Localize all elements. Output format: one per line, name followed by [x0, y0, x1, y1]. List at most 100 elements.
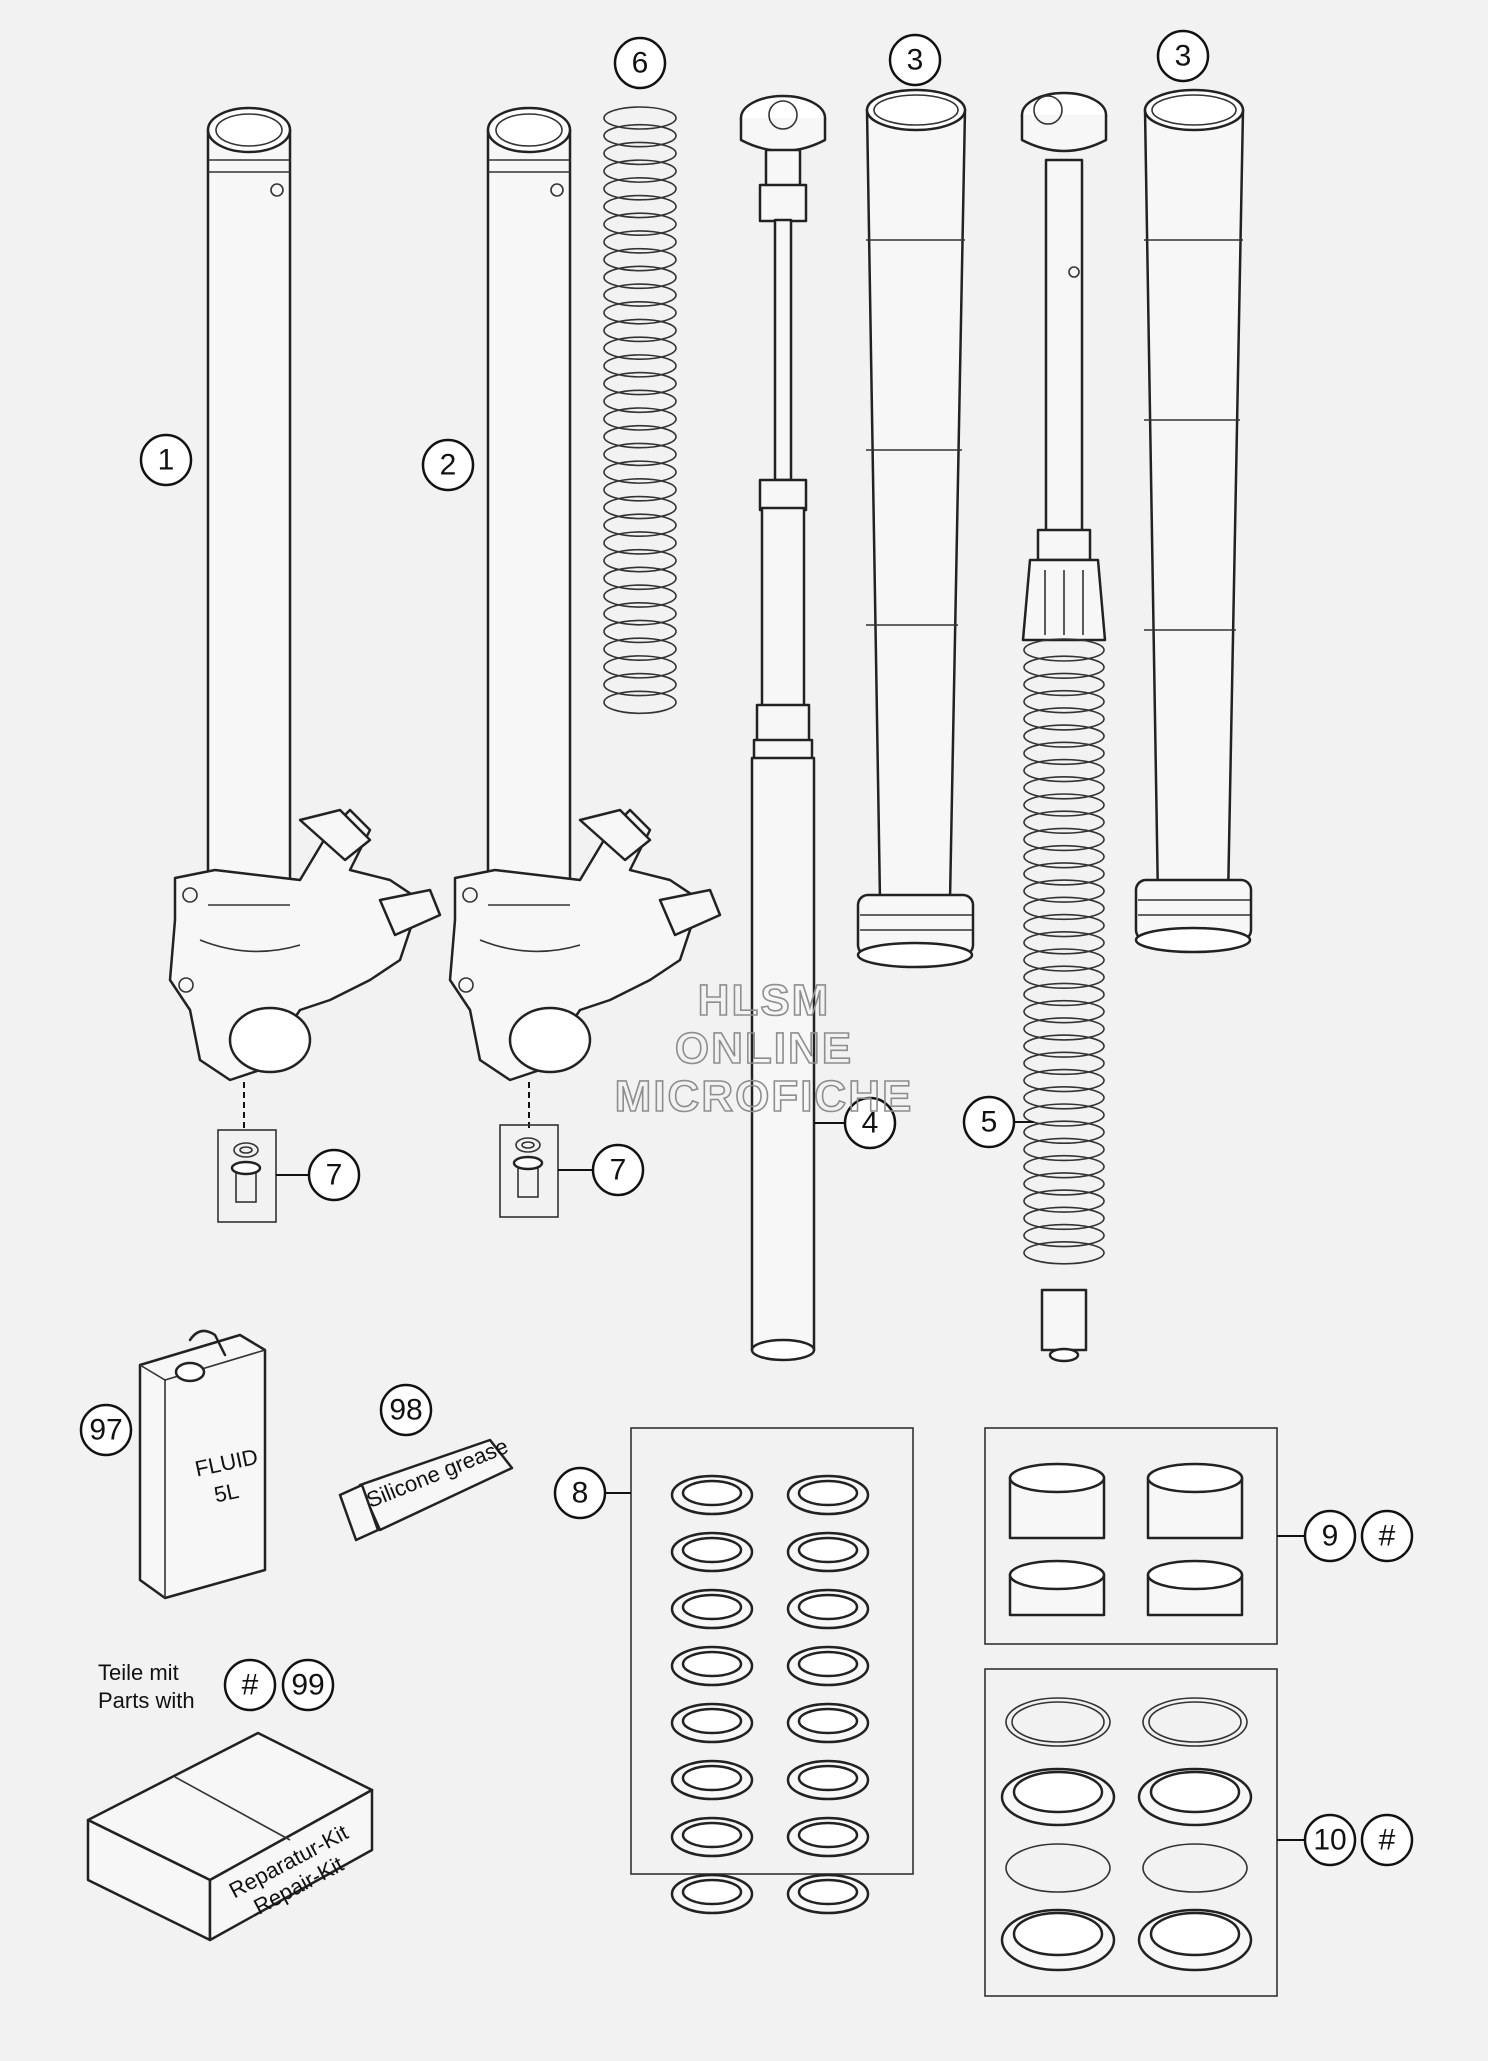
callout-9-hash-label: #	[1379, 1520, 1396, 1553]
callout-3-right-label: 3	[1175, 40, 1192, 73]
spring-coil	[603, 230, 677, 254]
axle-bolt-box-left[interactable]	[217, 1082, 277, 1223]
spring-coil	[603, 354, 677, 378]
spring-coil	[603, 194, 677, 219]
callout-6-label: 6	[632, 47, 649, 80]
callout-10-label: 10	[1313, 1824, 1346, 1857]
callout-4-label: 4	[862, 1107, 879, 1140]
damper-spring-coil	[1023, 655, 1105, 680]
callout-6[interactable]: 6	[613, 36, 667, 90]
watermark: HLSM ONLINE MICROFICHE	[614, 975, 912, 1122]
outer-tube-2[interactable]	[448, 106, 722, 1082]
outer-tube-1[interactable]	[168, 106, 442, 1082]
seal-ring-bore	[681, 1764, 743, 1792]
callout-98[interactable]: 98	[379, 1383, 433, 1437]
spring-coil	[603, 495, 677, 520]
damper-spring-coil	[1023, 1189, 1105, 1213]
callout-10-hash-label: #	[1379, 1824, 1396, 1857]
damping-cartridge[interactable]	[739, 94, 827, 1362]
fork-fluid-can[interactable]: FLUID 5L	[138, 1329, 267, 1600]
spring-coil	[603, 655, 677, 679]
seal-ring-bore	[681, 1707, 743, 1735]
callout-3-left[interactable]: 3	[888, 33, 942, 87]
damper-spring-coil	[1023, 913, 1105, 938]
callout-8[interactable]: 8	[553, 1466, 631, 1520]
seal-ring-bore	[797, 1821, 859, 1849]
callout-4[interactable]: 4	[814, 1096, 897, 1150]
damper-spring-coil	[1023, 1068, 1105, 1093]
seal-ring-bore	[797, 1707, 859, 1735]
damper-spring-coil	[1023, 1120, 1105, 1145]
seal-ring-bore	[797, 1878, 859, 1906]
damper-spring-coil	[1023, 793, 1105, 817]
axle-bolt-box-right[interactable]	[499, 1082, 559, 1218]
oil-seal-kit-box[interactable]	[984, 1668, 1278, 1997]
callout-5-label: 5	[981, 1106, 998, 1139]
damper-spring-coil	[1023, 827, 1105, 852]
damper-spring-coil	[1023, 1137, 1105, 1162]
damper-spring-coil	[1023, 862, 1105, 886]
callout-7-left[interactable]: 7	[276, 1148, 361, 1202]
seal-ring-bore	[797, 1593, 859, 1621]
callout-9-hash[interactable]: #	[1360, 1509, 1414, 1563]
callout-9[interactable]: 9	[1277, 1509, 1357, 1563]
spring-coil	[603, 442, 677, 467]
damper-spring-coil	[1023, 1240, 1105, 1265]
callout-7-right-label: 7	[610, 1154, 627, 1187]
slider-tube-left[interactable]	[856, 88, 975, 969]
damper-spring-coil	[1023, 1103, 1105, 1127]
callout-97-label: 97	[89, 1414, 122, 1447]
callout-1[interactable]: 1	[139, 433, 193, 487]
spring-coil	[603, 548, 677, 573]
spring-coil	[603, 478, 677, 502]
damper-spring-coil	[1023, 948, 1105, 972]
silicone-grease-tube[interactable]: Silicone grease	[338, 1433, 514, 1542]
slider-tube-right[interactable]	[1134, 88, 1253, 954]
repair-kit-box[interactable]: Reparatur-Kit Repair-Kit	[86, 1731, 374, 1942]
callout-99-hash[interactable]: #	[223, 1658, 277, 1712]
watermark-line-2: ONLINE	[675, 1024, 853, 1073]
callout-10[interactable]: 10	[1277, 1813, 1357, 1867]
seal-kit-box[interactable]	[630, 1427, 914, 1915]
callout-7-right[interactable]: 7	[558, 1143, 645, 1197]
damper-spring-coil	[1023, 1206, 1105, 1231]
spring-damper-unit[interactable]	[1020, 91, 1108, 1363]
spring-coil	[603, 159, 677, 183]
damper-spring-coil	[1023, 758, 1105, 783]
spring-coil	[603, 371, 677, 396]
callout-97[interactable]: 97	[79, 1403, 133, 1457]
seal-ring-bore	[797, 1764, 859, 1792]
damper-spring-coil	[1023, 896, 1105, 921]
spring-coil	[603, 584, 677, 608]
seal-ring-bore	[681, 1878, 743, 1906]
damper-spring-coil	[1023, 879, 1105, 903]
bushing-kit-box[interactable]	[984, 1427, 1278, 1645]
spring-coil	[603, 389, 677, 414]
legend-line-1: Teile mit	[98, 1660, 179, 1685]
callout-99-hash-label: #	[242, 1669, 259, 1702]
damper-spring-coil	[1023, 689, 1105, 714]
callout-3-right[interactable]: 3	[1156, 29, 1210, 83]
callout-5[interactable]: 5	[962, 1095, 1034, 1149]
spring-coil	[603, 265, 677, 290]
damper-spring-coil	[1023, 1154, 1105, 1179]
spring-coil	[603, 300, 677, 325]
legend-line-2: Parts with	[98, 1688, 195, 1713]
callout-2[interactable]: 2	[421, 438, 475, 492]
callout-10-hash[interactable]: #	[1360, 1813, 1414, 1867]
damper-spring-coil	[1023, 844, 1105, 869]
damper-spring-coil	[1023, 707, 1105, 731]
spring-coil	[603, 336, 677, 360]
seal-ring-bore	[797, 1650, 859, 1678]
fork-spring[interactable]	[603, 106, 677, 715]
damper-spring-coil	[1023, 1034, 1105, 1058]
callout-99[interactable]: 99	[281, 1658, 335, 1712]
damper-spring-coil	[1023, 999, 1105, 1024]
callout-98-label: 98	[389, 1394, 422, 1427]
damper-spring-coil	[1023, 1051, 1105, 1076]
spring-coil	[603, 672, 677, 697]
seal-ring-bore	[681, 1536, 743, 1564]
damper-spring-coil	[1023, 724, 1105, 748]
spring-coil	[603, 283, 677, 307]
spring-coil	[603, 177, 677, 201]
